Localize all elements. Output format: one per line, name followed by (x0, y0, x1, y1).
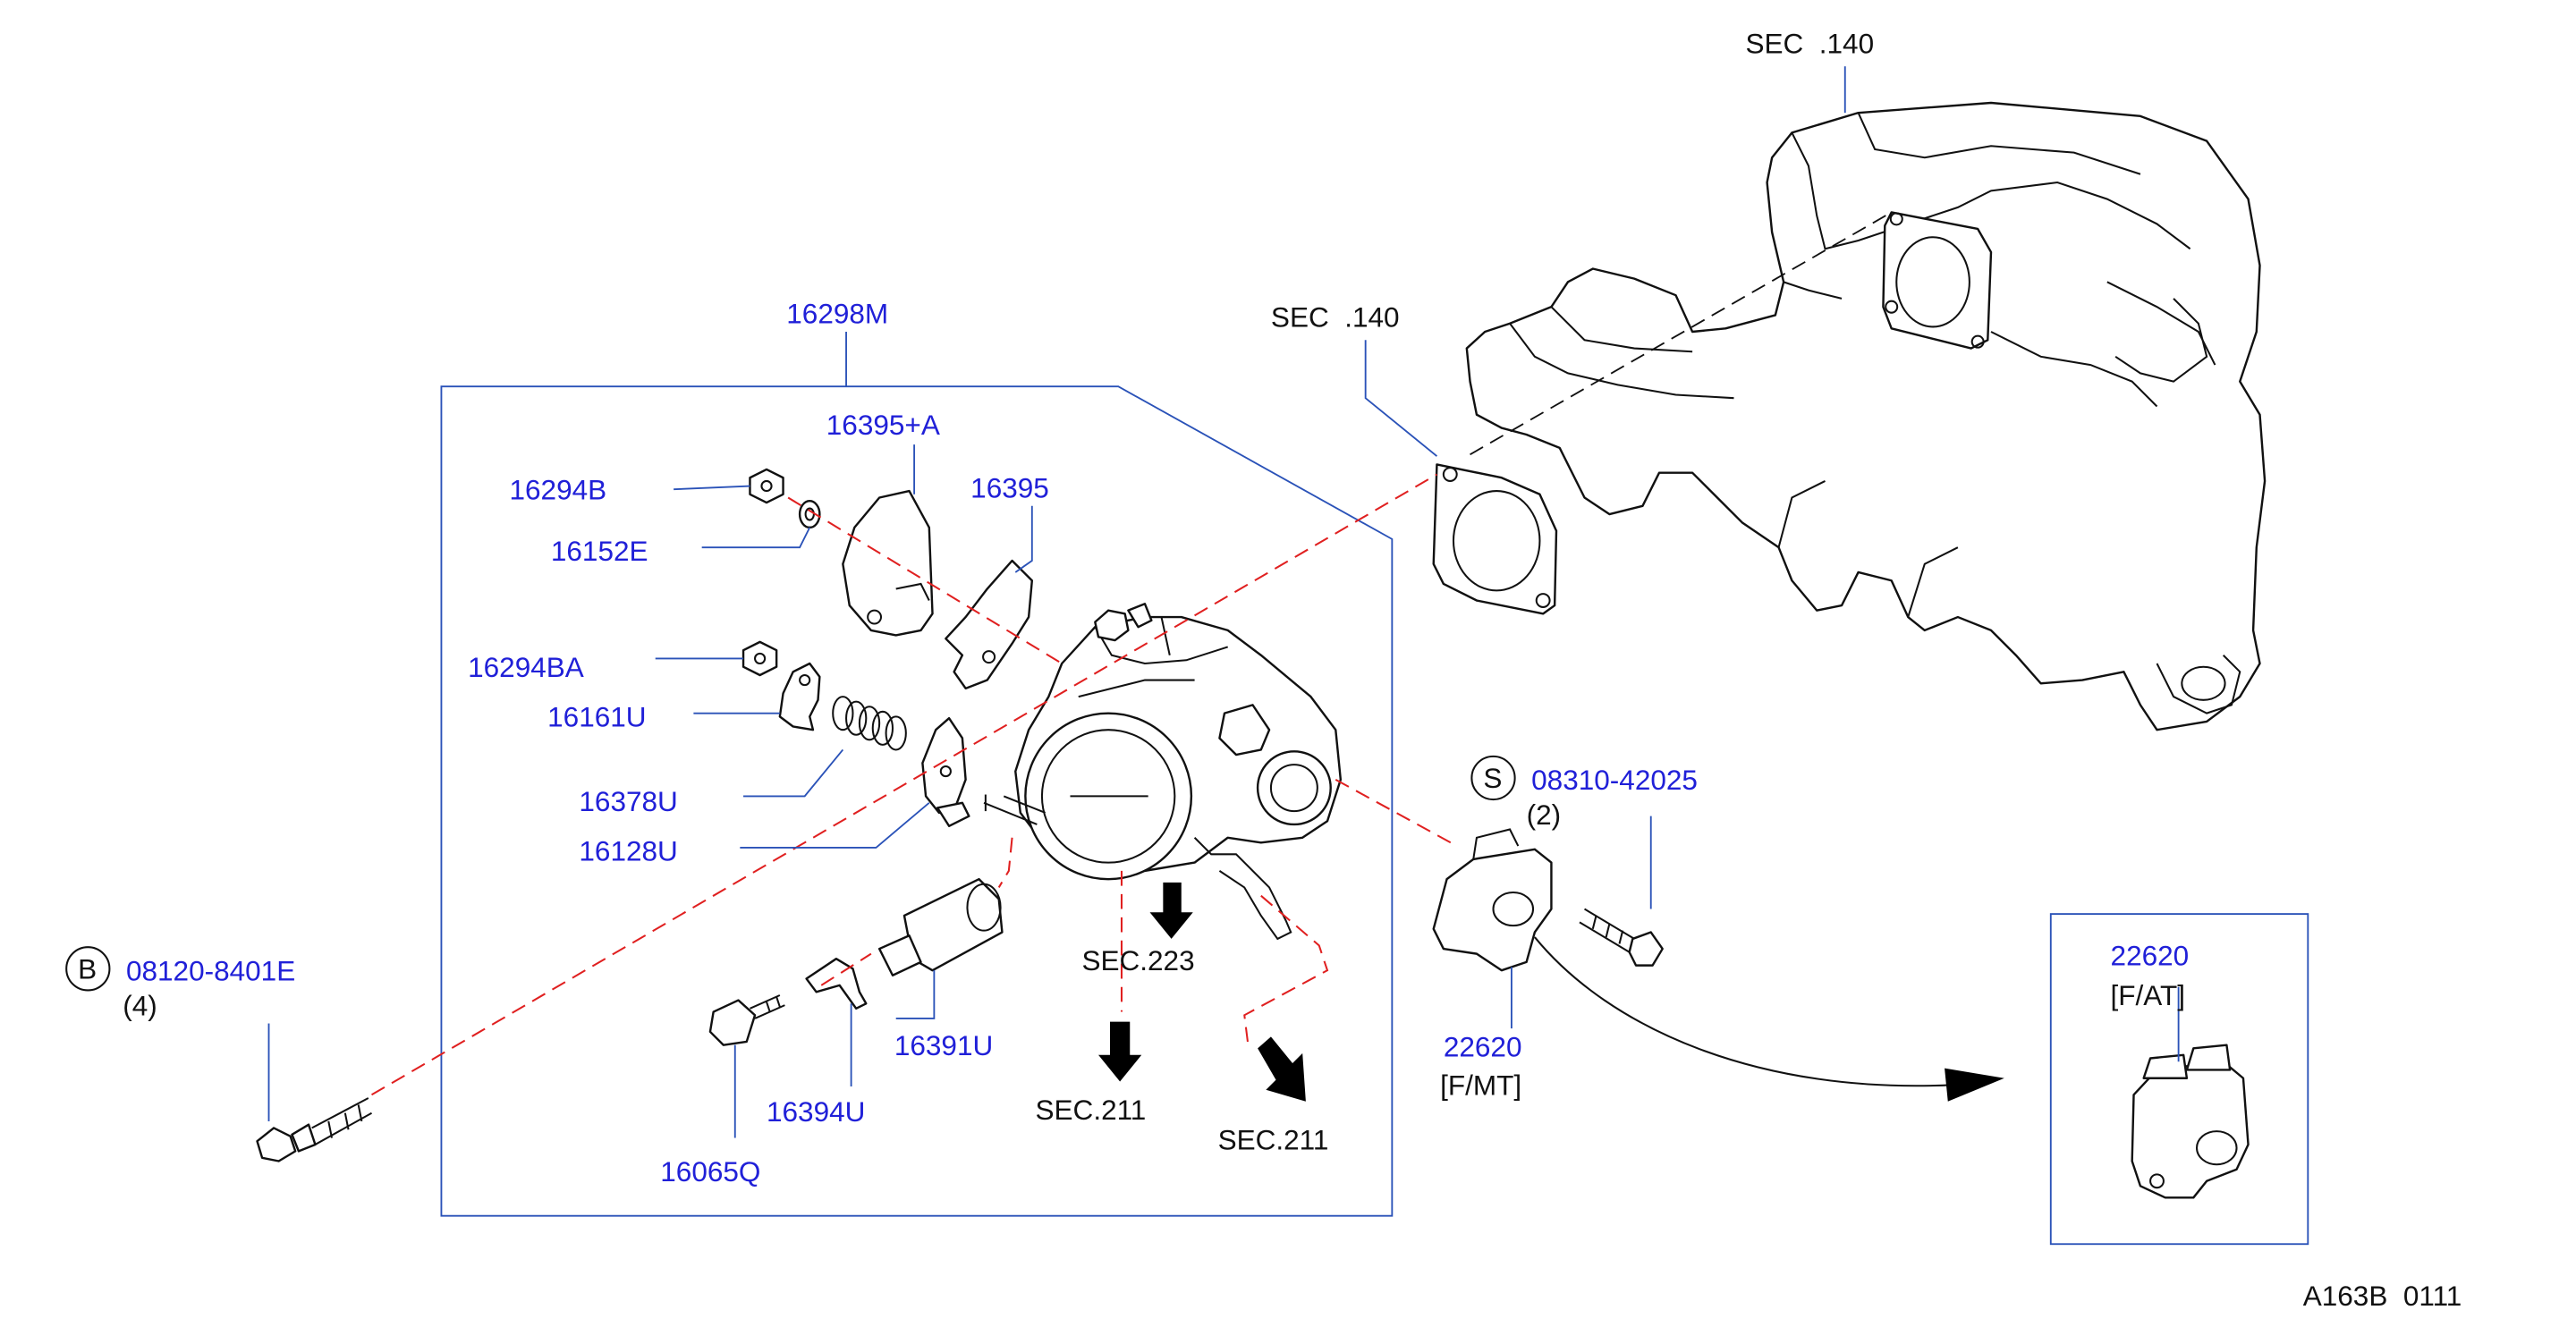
screw-s-symbol: S (1483, 762, 1502, 794)
sec140-gasket-label[interactable]: SEC .140 (1271, 300, 1400, 333)
part-16395A-label[interactable]: 16395+A (826, 409, 940, 441)
lever-16128U-drawing (921, 717, 970, 827)
sec140-top-label[interactable]: SEC .140 (1745, 27, 1874, 59)
bolt-b-quantity: (4) (123, 989, 157, 1021)
idle-air-valve-16391U-drawing (877, 877, 1004, 976)
part-16378U-label[interactable]: 16378U (579, 785, 677, 817)
part-22620-at-label[interactable]: 22620 (2111, 940, 2190, 972)
variant-curve-arrow (1534, 936, 1955, 1087)
sec211-left-label[interactable]: SEC.211 (1036, 1094, 1147, 1126)
sec211-left-arrow (1098, 1021, 1142, 1082)
part-22620-mt-label[interactable]: 22620 (1444, 1031, 1522, 1063)
part-16394U-label[interactable]: 16394U (767, 1095, 865, 1128)
diagram-code: A163B 0111 (2303, 1280, 2462, 1312)
sensor-mt-variant: [F/MT] (1440, 1069, 1521, 1101)
throttle-drum-16395A-drawing (842, 489, 934, 637)
at-variant-box (2049, 913, 2309, 1246)
bolt-b-symbol: B (78, 952, 97, 985)
nut-16294BA-drawing (741, 640, 778, 677)
sec223-label[interactable]: SEC.223 (1081, 944, 1194, 976)
part-16294B-label[interactable]: 16294B (509, 473, 606, 505)
screw-08310-42025-drawing (1579, 908, 1664, 967)
bolt-b-symbol-circle (65, 946, 111, 992)
part-16161U-label[interactable]: 16161U (547, 700, 646, 732)
part-16294BA-label[interactable]: 16294BA (468, 651, 584, 683)
part-08120-8401E-label[interactable]: 08120-8401E (126, 954, 295, 986)
variant-curve-arrowhead (1945, 1068, 2004, 1102)
assembly-boundary-box (440, 385, 1394, 1217)
nut-16294B-drawing (749, 468, 784, 504)
spring-16378U-drawing (832, 696, 907, 751)
gasket-drawing (1432, 463, 1558, 615)
part-16298M-label[interactable]: 16298M (786, 298, 888, 330)
sensor-at-variant: [F/AT] (2111, 979, 2185, 1011)
bolt-08120-8401E-drawing (256, 1097, 373, 1162)
throttle-sensor-at-drawing (2131, 1044, 2250, 1199)
throttle-sensor-mt-drawing (1432, 828, 1553, 972)
lever-16161U-drawing (778, 662, 821, 731)
part-08310-42025-label[interactable]: 08310-42025 (1531, 764, 1698, 796)
throttle-cam-16395-drawing (945, 559, 1034, 690)
screw-16065Q-drawing (708, 994, 785, 1046)
part-16395-label[interactable]: 16395 (970, 472, 1049, 504)
sec211-right-label[interactable]: SEC.211 (1218, 1124, 1329, 1156)
screw-s-symbol-circle (1470, 755, 1516, 801)
screw-s-quantity: (2) (1527, 799, 1562, 831)
sec211-right-arrow (1258, 1036, 1306, 1102)
part-16391U-label[interactable]: 16391U (894, 1029, 993, 1061)
intake-manifold-drawing (1465, 101, 2267, 731)
part-16152E-label[interactable]: 16152E (551, 535, 648, 567)
throttle-body-drawing (983, 603, 1343, 941)
part-16128U-label[interactable]: 16128U (579, 835, 677, 867)
bracket-16394U-drawing (805, 957, 868, 1010)
assembly-centerlines (371, 211, 1893, 1096)
sec223-arrow (1149, 882, 1193, 939)
part-16065Q-label[interactable]: 16065Q (660, 1155, 760, 1188)
leader-lines (267, 66, 2180, 1138)
